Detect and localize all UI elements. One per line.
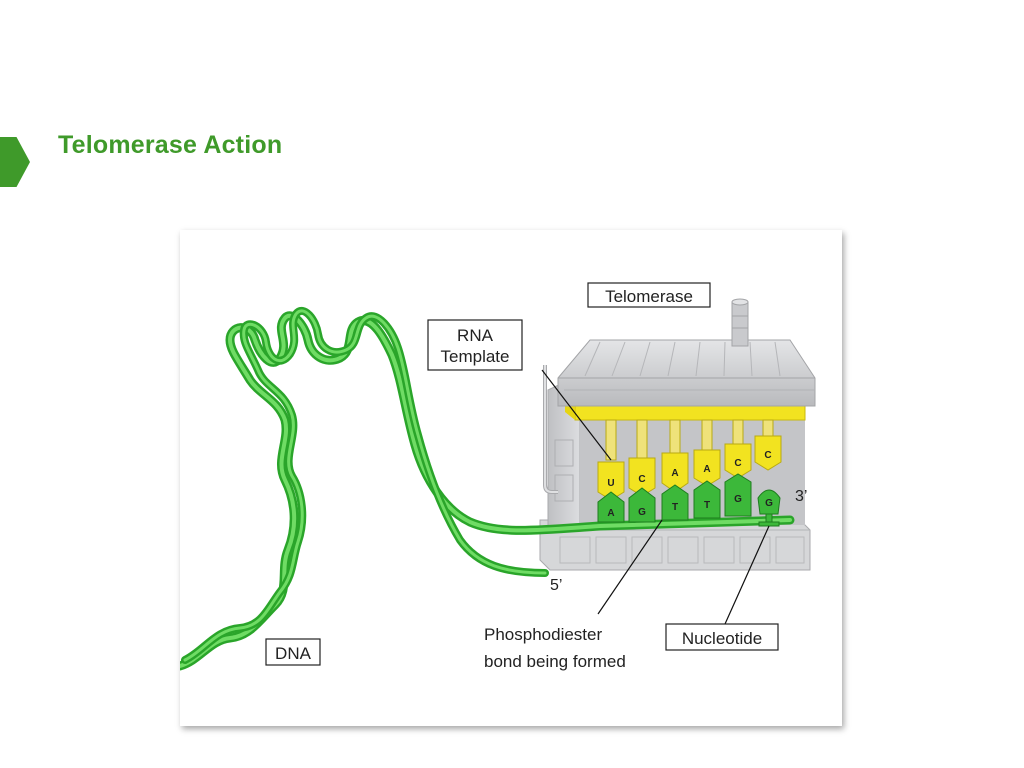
dna-base-letter: G xyxy=(765,498,773,509)
phosphodiester-leader xyxy=(597,519,663,615)
rna-template-label-line1: RNA xyxy=(457,326,494,345)
dna-peg xyxy=(597,491,625,523)
rna-peg xyxy=(661,419,689,493)
slide-bullet-arrow-icon xyxy=(0,137,30,187)
rna-peg xyxy=(754,419,782,471)
rna-base-letter: C xyxy=(734,458,741,469)
five-prime-end-label: 5’ xyxy=(550,577,562,594)
rna-base-letter: A xyxy=(671,468,678,479)
dna-peg xyxy=(724,473,752,517)
rna-template-pegs xyxy=(597,419,782,501)
nucleotide-peg xyxy=(757,489,781,527)
phosphodiester-label-line1: Phosphodiester xyxy=(484,625,602,644)
three-prime-end-label: 3’ xyxy=(795,488,807,505)
rna-base-letter: U xyxy=(607,478,614,489)
label-rna-template: RNA Template xyxy=(427,319,523,371)
dna-peg xyxy=(628,487,656,523)
telomerase-diagram: U C A A C C A G T T G G Telomerase xyxy=(180,282,816,671)
rna-peg xyxy=(693,419,721,487)
rna-base-letter: A xyxy=(703,464,710,475)
rna-template-label-line2: Template xyxy=(441,347,510,366)
dna-base-pegs xyxy=(597,473,781,527)
dna-base-letter: A xyxy=(607,508,614,519)
nucleotide-label-text: Nucleotide xyxy=(682,629,762,648)
label-nucleotide: Nucleotide xyxy=(665,623,779,651)
slide-title: Telomerase Action xyxy=(58,131,283,159)
dna-strand xyxy=(180,306,795,671)
dna-label-text: DNA xyxy=(275,644,312,663)
telomerase-figure: U C A A C C A G T T G G Telomerase xyxy=(180,230,842,726)
rna-base-letter: C xyxy=(764,450,771,461)
phosphodiester-label-line2: bond being formed xyxy=(484,652,626,671)
dna-base-letters: A G T T G G xyxy=(607,494,773,519)
rna-peg xyxy=(628,419,656,497)
dna-base-letter: G xyxy=(638,507,646,518)
dna-peg xyxy=(661,484,689,521)
label-dna: DNA xyxy=(265,638,321,666)
label-telomerase: Telomerase xyxy=(587,282,711,308)
leader-lines xyxy=(541,369,770,625)
telomerase-label-text: Telomerase xyxy=(605,287,693,306)
dna-peg xyxy=(693,480,721,519)
rna-base-letters: U C A A C C xyxy=(607,450,771,489)
dna-base-letter: G xyxy=(734,494,742,505)
dna-base-letter: T xyxy=(704,500,710,511)
rna-peg xyxy=(724,419,752,479)
rna-template-leader xyxy=(541,369,612,461)
dna-base-letter: T xyxy=(672,502,678,513)
label-phosphodiester: Phosphodiester bond being formed xyxy=(484,625,626,671)
rna-base-letter: C xyxy=(638,474,645,485)
nucleotide-leader xyxy=(724,525,770,625)
